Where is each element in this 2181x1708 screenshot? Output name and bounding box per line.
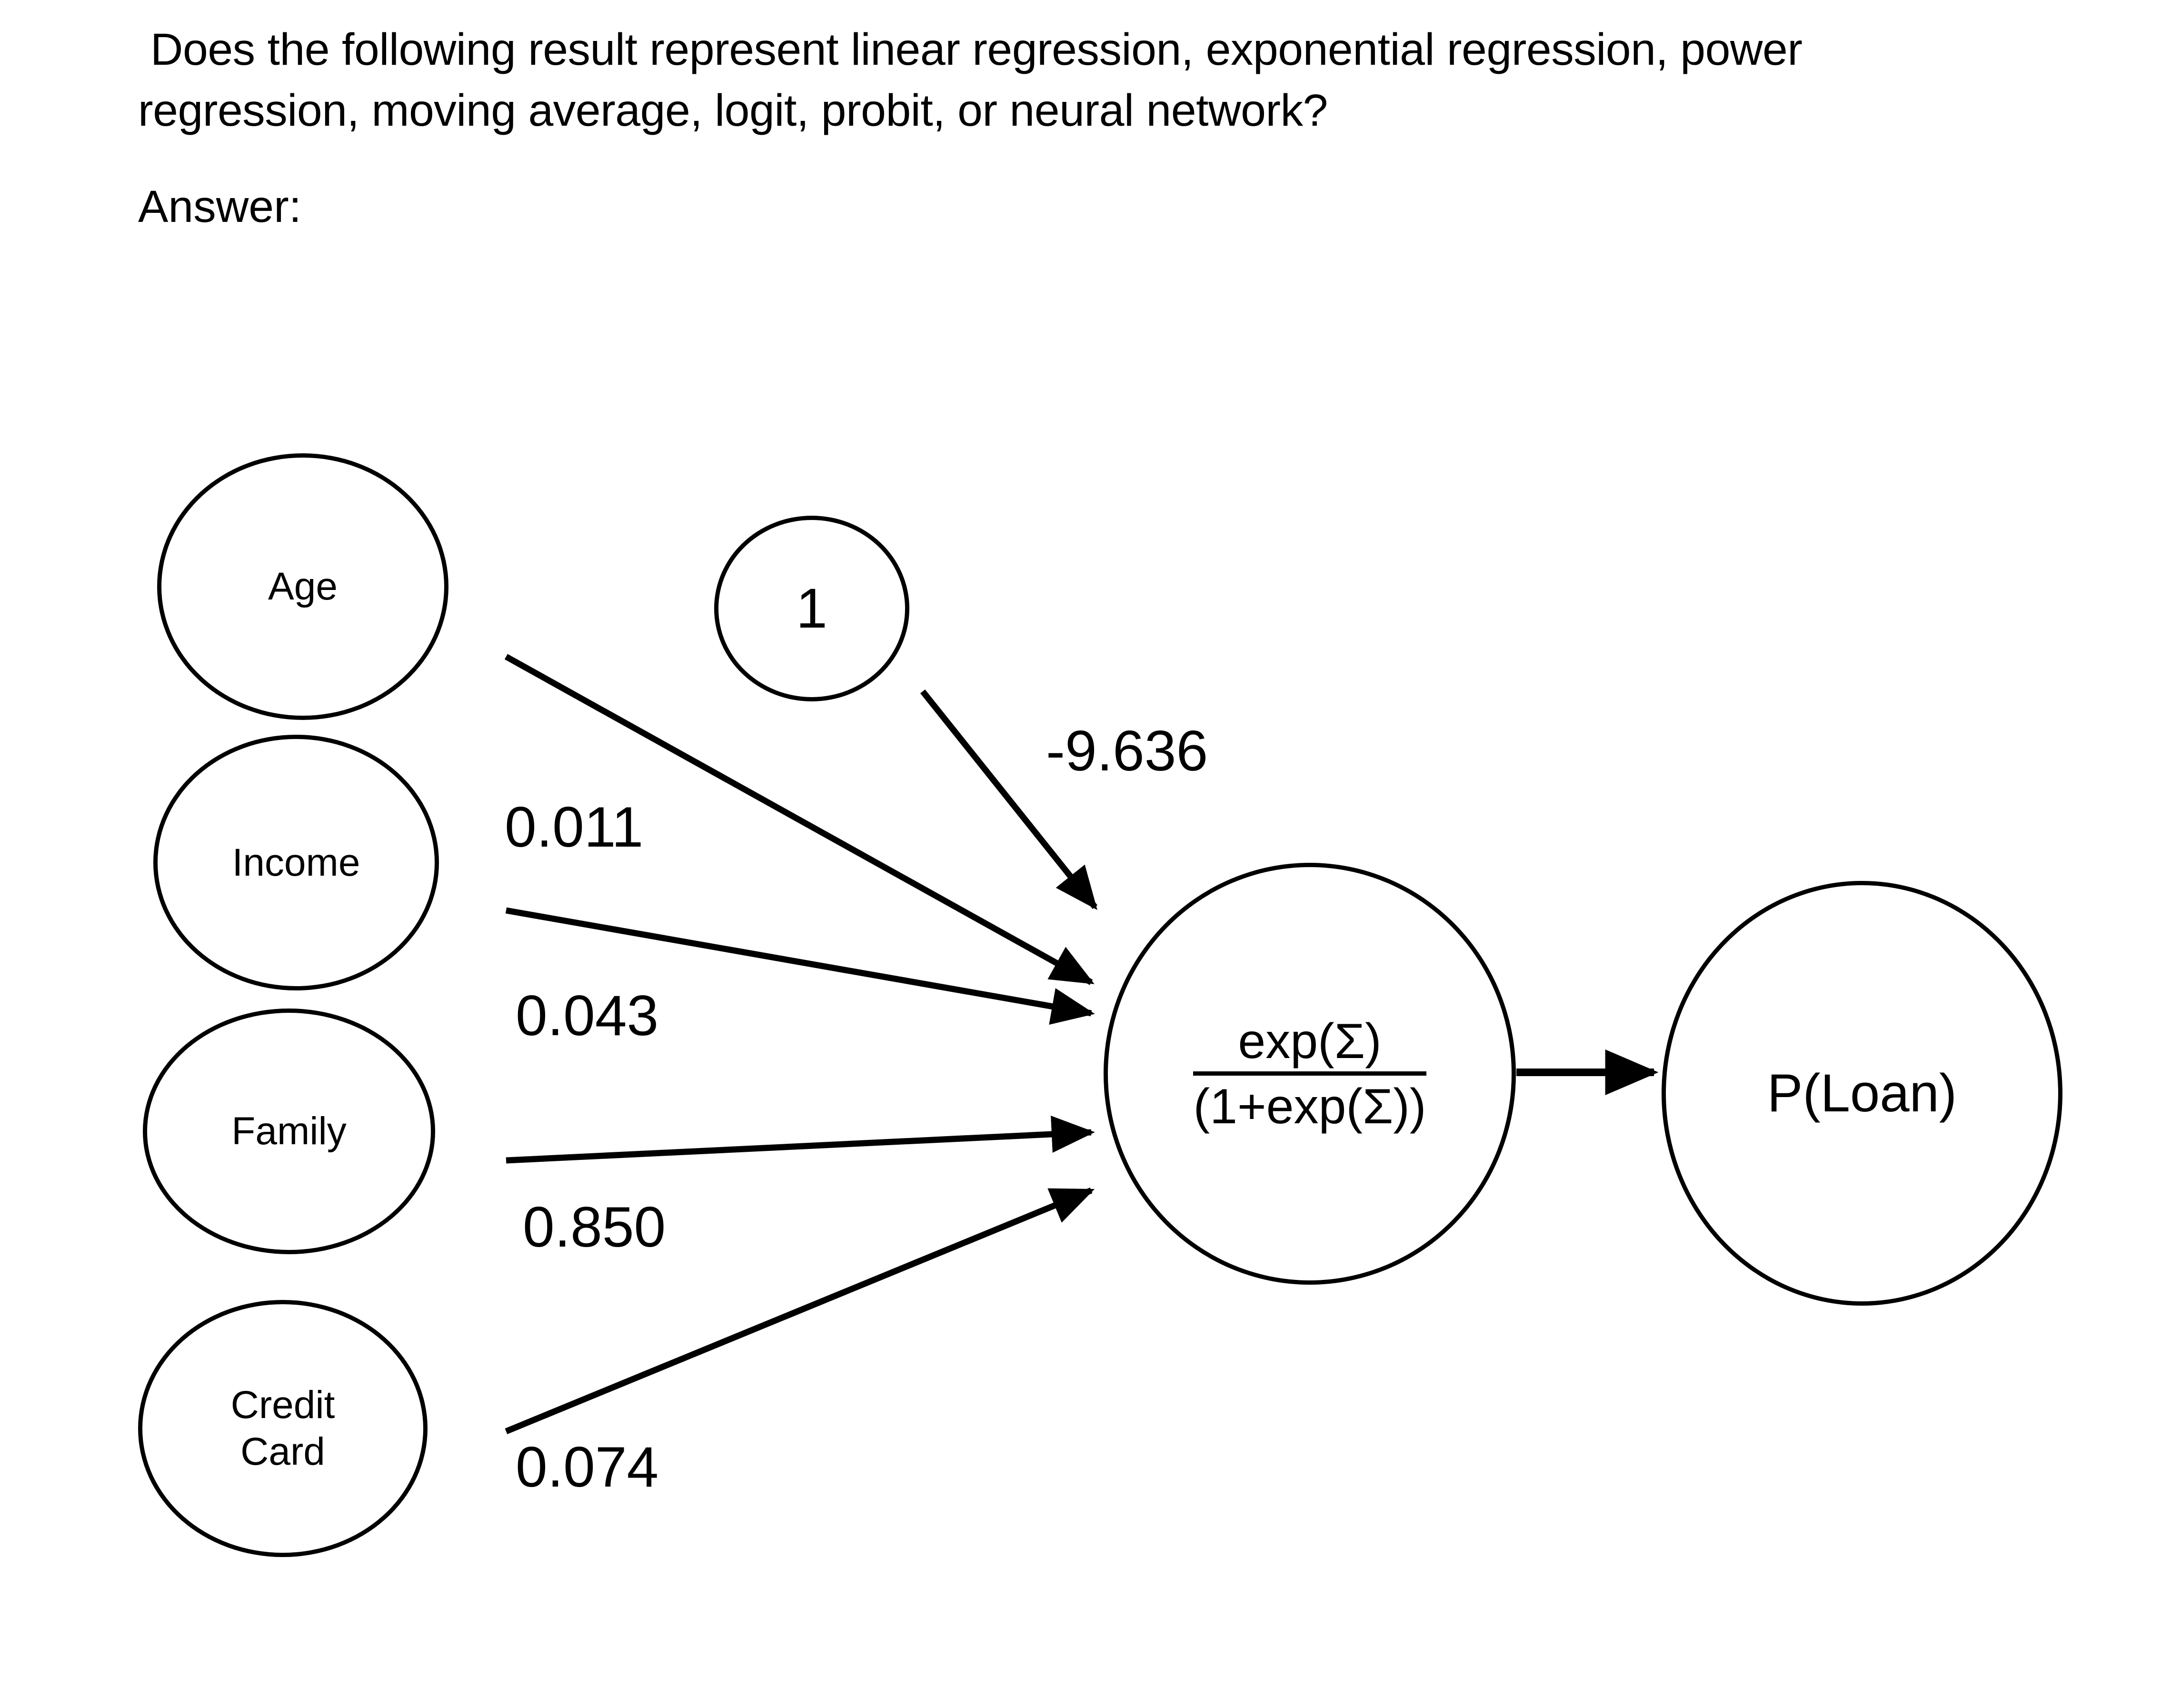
node-family-label: Family bbox=[231, 1109, 347, 1153]
node-family[interactable]: Family bbox=[143, 1009, 435, 1254]
weight-label-age: 0.011 bbox=[505, 795, 644, 859]
question-line-2: regression, moving average, logit, probi… bbox=[138, 85, 1328, 136]
edge-age-to-sigmoid bbox=[504, 654, 1095, 985]
node-age[interactable]: Age bbox=[157, 453, 448, 720]
answer-label: Answer: bbox=[138, 181, 302, 232]
sigmoid-numerator: exp(Σ) bbox=[1193, 1013, 1426, 1076]
node-bias[interactable]: 1 bbox=[714, 516, 909, 701]
question-text: Does the following result represent line… bbox=[138, 19, 1995, 141]
edge-family-to-sigmoid bbox=[506, 1116, 1095, 1164]
edge-income-to-sigmoid bbox=[505, 907, 1095, 1025]
sigmoid-formula: exp(Σ) (1+exp(Σ)) bbox=[1193, 1013, 1426, 1135]
node-income[interactable]: Income bbox=[153, 735, 439, 990]
edge-bias-to-sigmoid bbox=[920, 689, 1098, 910]
sigmoid-denominator: (1+exp(Σ)) bbox=[1193, 1079, 1426, 1134]
node-credit-card-label: Credit Card bbox=[230, 1383, 335, 1473]
node-p-loan-label: P(Loan) bbox=[1767, 1063, 1957, 1123]
node-p-loan[interactable]: P(Loan) bbox=[1662, 881, 2062, 1306]
weight-label-family: 0.850 bbox=[523, 1195, 666, 1259]
edge-creditcard-to-sigmoid bbox=[505, 1187, 1095, 1435]
node-age-label: Age bbox=[268, 565, 338, 608]
weight-label-creditcard: 0.074 bbox=[516, 1435, 659, 1499]
node-income-label: Income bbox=[232, 840, 360, 884]
question-line-1: Does the following result represent line… bbox=[138, 24, 1803, 75]
node-bias-label: 1 bbox=[796, 577, 827, 640]
weight-label-income: 0.043 bbox=[516, 984, 659, 1048]
weight-label-bias: -9.636 bbox=[1046, 719, 1208, 783]
node-credit-card[interactable]: Credit Card bbox=[138, 1300, 428, 1557]
node-sigmoid[interactable]: exp(Σ) (1+exp(Σ)) bbox=[1104, 863, 1516, 1285]
